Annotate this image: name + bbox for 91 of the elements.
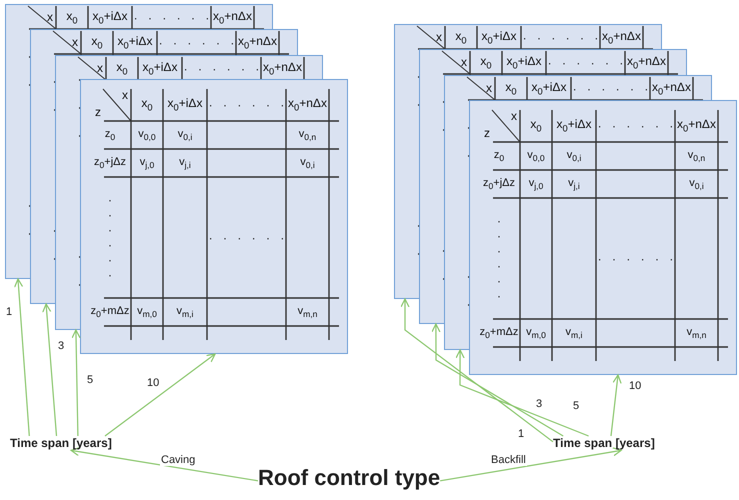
row-header: z$_{0}$+mΔz xyxy=(480,326,518,340)
row-header: z$_{0}$ xyxy=(494,148,504,164)
arrow xyxy=(70,447,258,482)
column-header: x$_{0}$+nΔx xyxy=(627,54,666,70)
column-header: x$_{0}$+iΔx xyxy=(506,54,542,70)
edge-label: 3 xyxy=(535,398,544,410)
arrow xyxy=(42,303,58,436)
axis-label: x xyxy=(97,62,104,76)
cell-value: v$_{m,i}$ xyxy=(566,326,582,340)
column-header: x$_{0}$+iΔx xyxy=(92,10,128,26)
cell-value: v$_{0,i}$ xyxy=(178,128,192,142)
axis-label: x xyxy=(436,30,443,44)
axis-label: x xyxy=(47,10,54,24)
cell-value: v$_{m,n}$ xyxy=(298,304,318,320)
arrow xyxy=(610,374,622,436)
edge-label: 3 xyxy=(57,340,66,352)
cell-value: v$_{0,n}$ xyxy=(298,128,316,142)
edge-label: 5 xyxy=(86,374,94,386)
arrow xyxy=(71,329,81,436)
axis-label: x xyxy=(511,110,518,124)
column-header: x$_{0}$ xyxy=(455,30,467,46)
vertical-ellipsis: · · · · · · xyxy=(496,214,502,304)
arrow xyxy=(455,349,589,437)
cell-value: v$_{m,n}$ xyxy=(686,326,706,340)
axis-label: x xyxy=(122,89,129,102)
ellipsis: · · · · · · xyxy=(572,82,648,94)
ellipsis: · · · · · · xyxy=(522,32,598,44)
column-header: x$_{0}$+iΔx xyxy=(482,30,516,46)
axis-label: x xyxy=(461,56,468,70)
row-header: z$_{0}$ xyxy=(104,128,116,142)
column-header: x$_{0}$+nΔx xyxy=(263,60,302,76)
axis-label: z xyxy=(94,106,101,121)
column-header: x$_{0}$+nΔx xyxy=(288,97,327,113)
cell-value: v$_{0,i}$ xyxy=(689,176,704,192)
arrow xyxy=(104,353,216,436)
cell-value: v$_{j,0}$ xyxy=(140,156,154,170)
column-header: x$_{0}$ xyxy=(505,80,517,96)
edge-label: 10 xyxy=(146,377,160,390)
axis-label: z xyxy=(483,126,490,142)
ellipsis: · · · · · · xyxy=(208,99,284,111)
column-header: x$_{0}$+nΔx xyxy=(602,30,641,46)
edge-label: 5 xyxy=(572,400,580,412)
column-header: x$_{0}$+nΔx xyxy=(238,34,277,50)
column-header: x$_{0}$+iΔx xyxy=(118,34,152,50)
column-header: x$_{0}$+iΔx xyxy=(168,97,202,113)
column-header: x$_{0}$+iΔx xyxy=(532,80,566,96)
ellipsis: · · · · · · xyxy=(158,36,234,48)
row-header: z$_{0}$+jΔz xyxy=(94,156,126,170)
axis-label: x xyxy=(486,82,493,96)
ellipsis: · · · · · · xyxy=(598,120,674,132)
edge-label: 10 xyxy=(628,380,642,392)
cell-value: v$_{j,0}$ xyxy=(528,176,544,192)
edge-label: Caving xyxy=(160,454,196,466)
column-header: x$_{0}$+iΔx xyxy=(556,118,592,134)
column-header: x$_{0}$+nΔx xyxy=(652,80,691,96)
column-header: x$_{0}$ xyxy=(141,97,153,113)
column-header: x$_{0}$ xyxy=(116,60,128,76)
arrow xyxy=(431,323,564,437)
column-header: x$_{0}$+iΔx xyxy=(142,60,178,76)
cell-value: v$_{0,n}$ xyxy=(688,148,706,164)
heading-text: Time span [years] xyxy=(553,436,655,450)
edge-label: Backfill xyxy=(490,454,527,466)
vertical-ellipsis: · · · · · · xyxy=(107,192,113,282)
column-header: x$_{0}$+nΔx xyxy=(213,10,252,26)
arrow xyxy=(14,278,30,436)
cell-value: v$_{0,i}$ xyxy=(300,156,315,170)
ellipsis: · · · · · · xyxy=(184,62,260,74)
column-header: x$_{0}$ xyxy=(530,118,542,134)
cell-value: v$_{0,i}$ xyxy=(566,148,582,164)
arrow xyxy=(400,298,554,442)
cell-value: v$_{m,0}$ xyxy=(137,304,157,320)
ellipsis: · · · · · · xyxy=(598,252,674,264)
column-header: x$_{0}$+nΔx xyxy=(677,118,716,134)
row-header: z$_{0}$+mΔz xyxy=(90,304,130,320)
ellipsis: · · · · · · xyxy=(134,12,210,24)
axis-label: x xyxy=(72,36,79,50)
cell-value: v$_{m,i}$ xyxy=(176,304,194,320)
column-header: x$_{0}$ xyxy=(91,34,103,50)
cell-value: v$_{m,0}$ xyxy=(526,326,546,340)
cell-value: v$_{0,0}$ xyxy=(138,128,156,142)
cell-value: v$_{j,i}$ xyxy=(179,156,191,170)
cell-value: v$_{0,0}$ xyxy=(527,148,545,164)
cell-value: v$_{j,i}$ xyxy=(568,176,580,192)
ellipsis: · · · · · · xyxy=(548,56,624,68)
row-header: z$_{0}$+jΔz xyxy=(483,176,515,192)
heading-text: Time span [years] xyxy=(10,436,112,450)
arrow xyxy=(440,447,622,482)
ellipsis: · · · · · · xyxy=(208,232,284,244)
heading-text: Roof control type xyxy=(258,465,440,492)
column-header: x$_{0}$ xyxy=(480,54,492,70)
column-header: x$_{0}$ xyxy=(66,10,78,26)
